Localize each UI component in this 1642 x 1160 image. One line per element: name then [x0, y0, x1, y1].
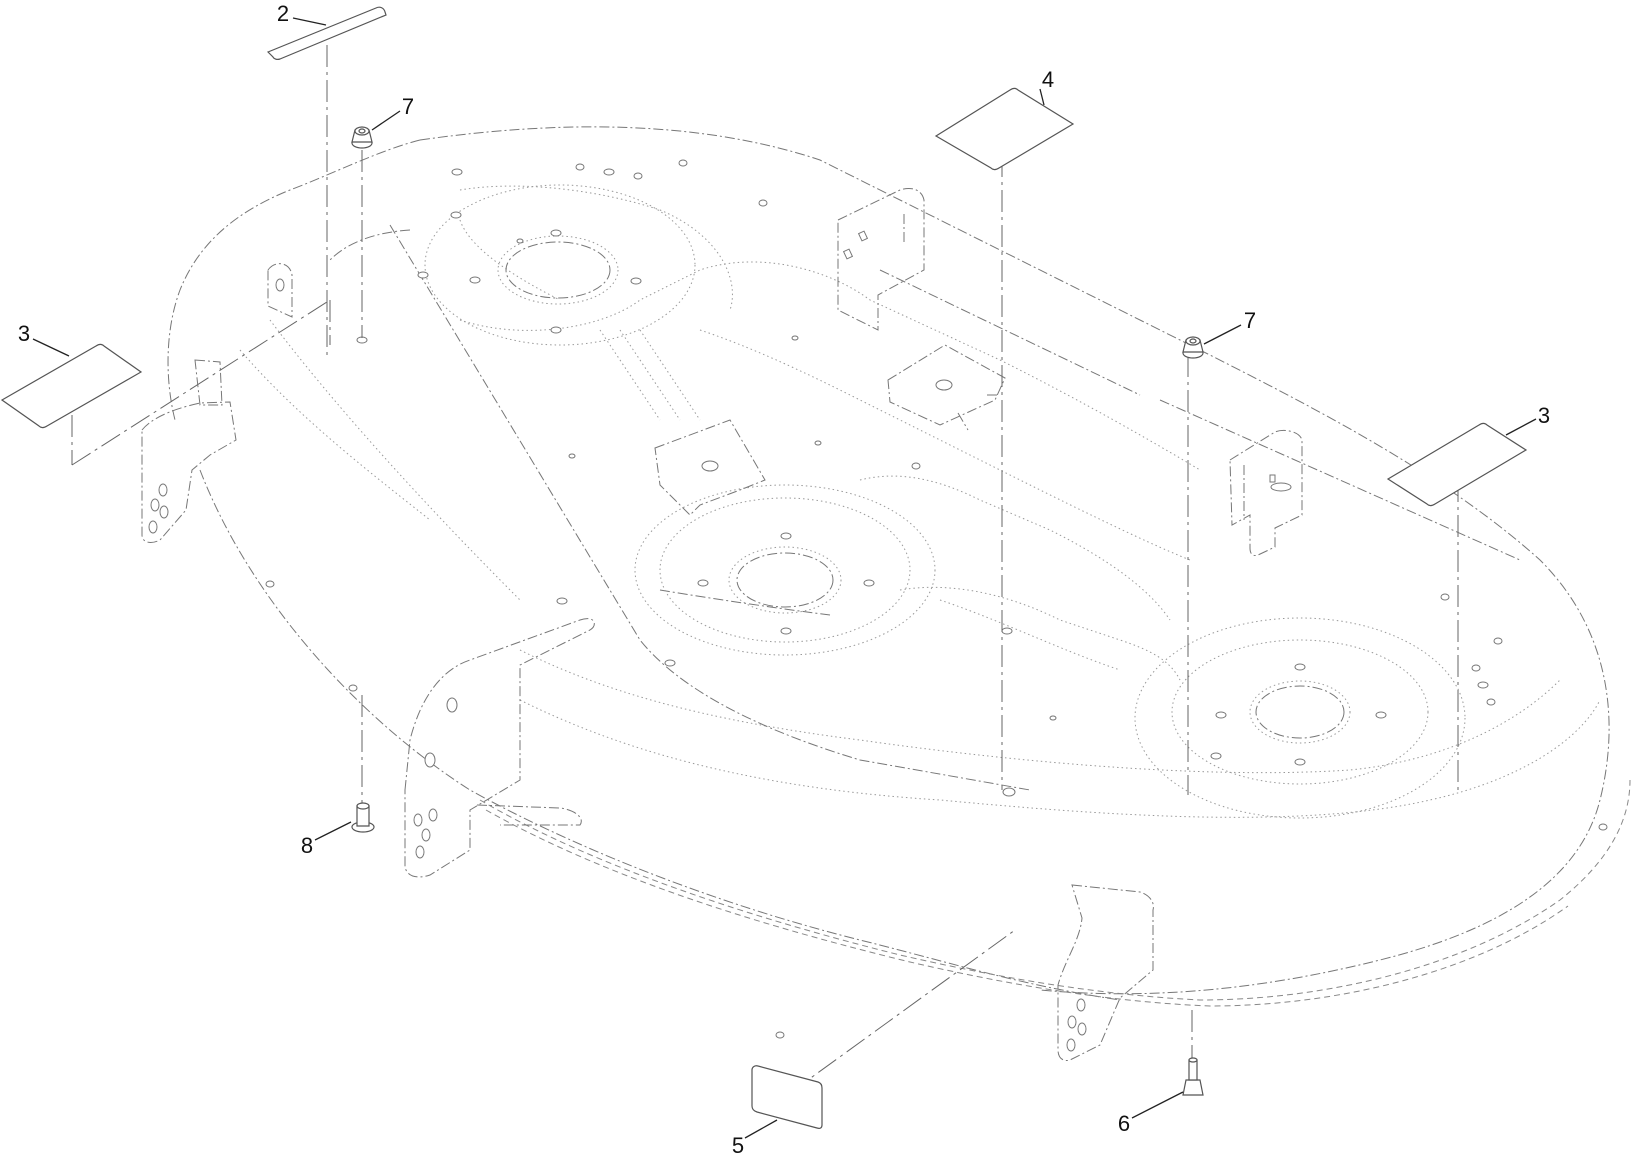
decal-3-right — [1386, 422, 1528, 507]
callout-3: 3 — [17, 321, 31, 346]
decal-4 — [934, 87, 1075, 171]
decal-5 — [751, 1065, 823, 1129]
decal-3-left — [0, 343, 143, 429]
callout-8: 8 — [300, 833, 314, 858]
left-center-mount — [654, 419, 766, 516]
front-right-bracket — [1057, 884, 1154, 1061]
deck-top-panels — [459, 261, 1201, 681]
hex-bolt-6 — [1182, 1057, 1204, 1096]
callout-2: 2 — [276, 1, 290, 26]
callout-3: 3 — [1537, 403, 1551, 428]
deck-holes — [265, 159, 1608, 1039]
flange-nut-7-left — [351, 126, 373, 149]
spindle-center — [634, 484, 936, 656]
callout-4: 4 — [1041, 67, 1055, 92]
spindle-left — [424, 184, 696, 346]
rear-center-mount — [887, 344, 1006, 431]
front-left-bracket — [141, 263, 293, 543]
callout-6: 6 — [1117, 1111, 1131, 1136]
front-center-left-bracket — [404, 618, 595, 878]
callout-7: 7 — [1243, 308, 1257, 333]
leader-lines — [32, 17, 1537, 1139]
spindle-right — [1134, 617, 1466, 819]
assembly-lines — [71, 45, 1459, 1095]
callout-7: 7 — [401, 94, 415, 119]
shoulder-bolt-8 — [351, 802, 375, 833]
rear-left-bracket — [837, 187, 925, 331]
flange-nut-7-right — [1182, 336, 1204, 359]
rear-right-bracket — [1229, 429, 1303, 556]
mower-deck — [167, 126, 1631, 1007]
callout-5: 5 — [731, 1133, 745, 1158]
decal-2 — [266, 6, 387, 60]
